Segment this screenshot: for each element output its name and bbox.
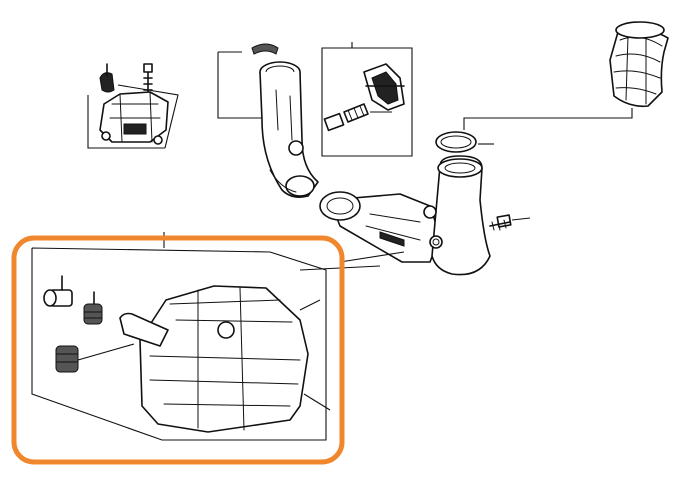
mounting-bracket <box>99 91 169 145</box>
highlight-box <box>11 235 345 465</box>
clip-screw <box>323 103 392 132</box>
rubber-intake-boot <box>463 21 669 130</box>
filter-nut <box>83 291 103 325</box>
filter-element-bushing <box>43 275 73 307</box>
bracket-clip <box>99 63 115 93</box>
clip-screw-assembly <box>321 42 413 157</box>
hose-clip <box>363 63 405 111</box>
tube-clamp <box>251 43 279 55</box>
air-cleaner-housing <box>119 285 331 433</box>
filter-spacer <box>55 343 135 373</box>
o-ring-gasket <box>435 131 494 153</box>
bracket-bolt <box>143 63 153 96</box>
intake-tube-assembly <box>217 43 319 198</box>
air-cleaner-assembly <box>31 232 331 441</box>
mounting-bracket-assembly <box>87 63 179 149</box>
manifold-bolt <box>489 214 531 231</box>
intake-manifold-joint <box>299 155 491 276</box>
intake-tube <box>259 61 319 198</box>
